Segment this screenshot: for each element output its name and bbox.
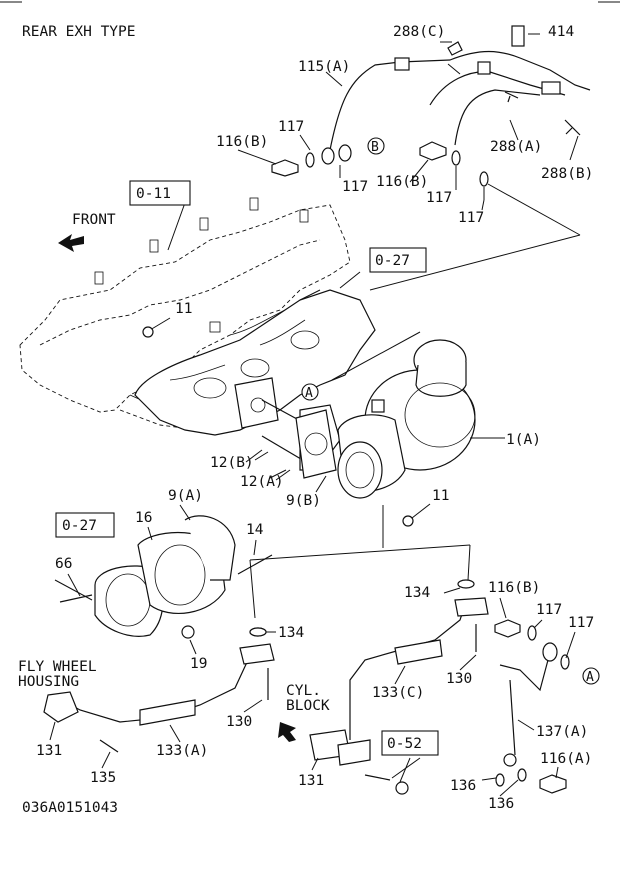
flywheel-note-line1: FLY WHEEL [18,659,97,675]
part-label-136-a: 136 [450,778,476,794]
figure-id: 036A0151043 [22,800,118,816]
group-leader-lines [249,505,471,637]
part-label-133a: 133(A) [156,743,208,759]
part-label-130-a: 130 [446,671,472,687]
callout-a-lower-text: A [586,670,594,685]
part-label-414: 414 [548,24,574,40]
part-label-134-a: 134 [404,585,430,601]
part-label-14: 14 [246,522,264,538]
label-leader-lines [49,71,579,797]
diagram-title: REAR EXH TYPE [22,24,136,40]
oil-drain-pipe-right [309,579,489,795]
part-label-288a: 288(A) [490,139,542,155]
part-label-136-b: 136 [488,796,514,812]
part-label-116b-a: 116(B) [216,134,268,150]
ref-box-gasket-left: 0-27 [55,512,115,538]
oil-drain-pipe-left [43,627,275,753]
oil-feed-pipe-drawing [321,25,591,165]
ref-box-exhaust-manifold: 0-27 [369,247,427,273]
part-label-9a: 9(A) [168,488,203,504]
part-label-130-b: 130 [226,714,252,730]
part-label-117-e: 117 [536,602,562,618]
turbine-gasket [295,409,337,479]
part-label-134-b: 134 [278,625,304,641]
part-label-117-d: 117 [458,210,484,226]
part-label-11-a: 11 [175,301,192,317]
ref-box-block: 0-52 [381,730,439,756]
callout-b-text: B [371,140,379,155]
front-direction-indicator: FRONT [58,212,116,252]
ref-label-0-27-b: 0-27 [62,518,97,534]
flywheel-note-line2: HOUSING [18,674,79,690]
oil-return-pipe-137 [494,619,570,794]
callout-a-lower: A [582,667,600,685]
part-label-12b: 12(B) [210,455,254,471]
cyl-block-note-line2: BLOCK [286,698,330,714]
part-label-19: 19 [190,656,207,672]
cyl-block-arrow-icon [278,722,296,742]
part-label-117-c: 117 [426,190,452,206]
part-label-288c: 288(C) [393,24,445,40]
ref-label-0-27-a: 0-27 [375,253,410,269]
callout-a-turbo-text: A [305,386,313,401]
callout-b-top: B [367,137,385,155]
part-label-116b-c: 116(B) [488,580,540,596]
part-label-116a: 116(A) [540,751,592,767]
ref-box-manifold-top: 0-11 [129,180,191,206]
part-label-9b: 9(B) [286,493,321,509]
ref-label-0-52: 0-52 [387,736,422,752]
part-label-16: 16 [135,510,152,526]
exhaust-manifold-drawing [134,271,376,436]
part-label-131-b: 131 [298,773,324,789]
part-label-117-f: 117 [568,615,594,631]
part-label-66: 66 [55,556,72,572]
front-arrow-icon [58,234,84,252]
part-label-288b: 288(B) [541,166,593,182]
part-label-131-a: 131 [36,743,62,759]
cyl-block-note-line1: CYL. [286,683,321,699]
part-label-12a: 12(A) [240,474,284,490]
front-label: FRONT [72,212,116,228]
part-label-115a: 115(A) [298,59,350,75]
part-label-137a: 137(A) [536,724,588,740]
callout-a-turbo: A [301,383,319,401]
banjo-bolts-washers-top [271,134,581,236]
part-label-133c: 133(C) [372,685,424,701]
exhaust-outlet-flange [54,515,273,639]
part-label-135: 135 [90,770,116,786]
part-label-117-a: 117 [278,119,304,135]
part-label-11-b: 11 [432,488,449,504]
part-label-117-b: 117 [342,179,368,195]
part-label-1a: 1(A) [506,432,541,448]
part-label-116b-b: 116(B) [376,174,428,190]
ref-label-0-11: 0-11 [136,186,171,202]
part-labels: 288(C) 414 115(A) 117 116(B) 117 116(B) … [36,24,594,812]
